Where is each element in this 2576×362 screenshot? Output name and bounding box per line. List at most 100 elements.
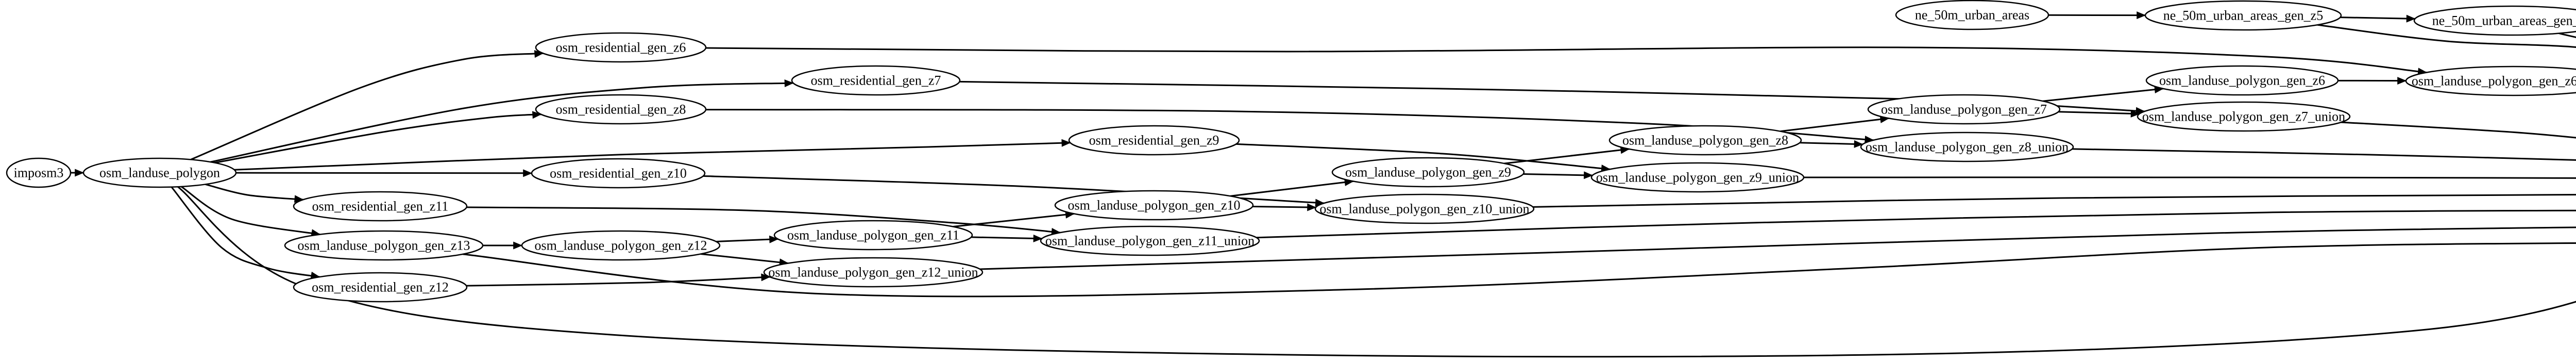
node-label-osm_landuse_polygon_gen_z8_union: osm_landuse_polygon_gen_z8_union <box>1866 140 2069 155</box>
edge-osm_landuse_polygon_gen_z10--osm_landuse_polygon_gen_z10_union <box>1252 203 1317 211</box>
node-ne_50m_urban_areas_gen_z4: ne_50m_urban_areas_gen_z4 <box>2413 5 2576 36</box>
node-osm_residential_gen_z9: osm_residential_gen_z9 <box>1068 125 1240 156</box>
node-ellipse-osm_residential_gen_z11 <box>293 191 468 222</box>
node-osm_landuse_polygon_gen_z6_union: osm_landuse_polygon_gen_z6_union <box>2405 65 2576 96</box>
edge-osm_landuse_polygon_gen_z12_union--layer_landuse-z12 <box>979 226 2576 270</box>
node-label-osm_landuse_polygon_gen_z10_union: osm_landuse_polygon_gen_z10_union <box>1319 202 1529 217</box>
edge-osm_landuse_polygon_gen_z9--osm_landuse_polygon_gen_z8 <box>1504 146 1630 164</box>
node-label-osm_residential_gen_z6: osm_residential_gen_z6 <box>556 40 686 55</box>
edge-osm_landuse_polygon_gen_z10_union--layer_landuse-z10 <box>1533 194 2576 208</box>
edge-osm_landuse_polygon_gen_z12--osm_landuse_polygon_gen_z11 <box>716 235 779 243</box>
edge-osm_landuse_polygon_gen_z12--osm_landuse_polygon_gen_z12_union <box>701 253 789 267</box>
node-ne_50m_urban_areas: ne_50m_urban_areas <box>1895 0 2049 30</box>
node-label-osm_landuse_polygon: osm_landuse_polygon <box>99 166 220 180</box>
node-osm_residential_gen_z11: osm_residential_gen_z11 <box>293 191 468 222</box>
node-ellipse-osm_landuse_polygon_gen_z8_union <box>1860 131 2074 162</box>
node-osm_landuse_polygon_gen_z11_union: osm_landuse_polygon_gen_z11_union <box>1040 225 1260 256</box>
node-osm_landuse_polygon_gen_z10: osm_landuse_polygon_gen_z10 <box>1054 190 1254 221</box>
edge-osm_landuse_polygon_gen_z8_union--layer_landuse-z8 <box>2072 148 2576 161</box>
node-ellipse-osm_landuse_polygon_gen_z10 <box>1054 190 1254 221</box>
edge-osm_landuse_polygon_gen_z7--osm_landuse_polygon_gen_z6 <box>2043 86 2164 102</box>
node-ellipse-osm_landuse_polygon_gen_z8 <box>1608 125 1802 156</box>
node-label-osm_residential_gen_z10: osm_residential_gen_z10 <box>550 166 687 181</box>
node-label-osm_landuse_polygon_gen_z11: osm_landuse_polygon_gen_z11 <box>787 228 959 243</box>
node-label-ne_50m_urban_areas: ne_50m_urban_areas <box>1915 8 2029 23</box>
node-ellipse-osm_residential_gen_z9 <box>1068 125 1240 156</box>
node-ellipse-osm_landuse_polygon_gen_z9 <box>1331 157 1525 188</box>
node-osm_landuse_polygon_gen_z9_union: osm_landuse_polygon_gen_z9_union <box>1590 162 1805 193</box>
node-ellipse-osm_residential_gen_z6 <box>535 32 707 63</box>
node-osm_residential_gen_z7: osm_residential_gen_z7 <box>791 65 961 96</box>
edge-osm_landuse_polygon_gen_z10--osm_landuse_polygon_gen_z9 <box>1230 178 1354 197</box>
node-ellipse-osm_landuse_polygon_gen_z10_union <box>1314 193 1535 224</box>
node-ellipse-osm_landuse_polygon_gen_z12 <box>521 230 721 261</box>
edge-osm_landuse_polygon--osm_residential_gen_z7 <box>210 79 794 163</box>
nodes-layer: imposm3 osm_landuse_polygon osm_residentia… <box>6 0 2576 303</box>
node-ellipse-osm_landuse_polygon_gen_z13 <box>284 230 484 261</box>
node-osm_landuse_polygon_gen_z12: osm_landuse_polygon_gen_z12 <box>521 230 721 261</box>
node-osm_residential_gen_z8: osm_residential_gen_z8 <box>535 94 707 125</box>
edge-osm_landuse_polygon--osm_landuse_polygon_gen_z13 <box>180 186 321 237</box>
node-ellipse-osm_landuse_polygon_gen_z9_union <box>1590 162 1805 193</box>
node-ellipse-osm_landuse_polygon <box>82 157 237 188</box>
node-osm_landuse_polygon_gen_z12_union: osm_landuse_polygon_gen_z12_union <box>763 257 984 288</box>
node-osm_residential_gen_z10: osm_residential_gen_z10 <box>531 158 706 189</box>
edge-osm_landuse_polygon--osm_residential_gen_z6 <box>190 50 544 160</box>
node-label-osm_residential_gen_z7: osm_residential_gen_z7 <box>811 73 941 88</box>
node-ellipse-osm_landuse_polygon_gen_z7 <box>1867 94 2061 125</box>
edge-osm_landuse_polygon_gen_z11--osm_landuse_polygon_gen_z11_union <box>971 234 1043 242</box>
edge-osm_landuse_polygon_gen_z7--osm_landuse_polygon_gen_z7_union <box>2058 109 2140 118</box>
edge-osm_residential_gen_z9--osm_landuse_polygon_gen_z9_union <box>1236 143 1611 173</box>
node-osm_landuse_polygon_gen_z10_union: osm_landuse_polygon_gen_z10_union <box>1314 193 1535 224</box>
node-label-osm_residential_gen_z12: osm_residential_gen_z12 <box>312 280 449 295</box>
node-osm_landuse_polygon_gen_z8_union: osm_landuse_polygon_gen_z8_union <box>1860 131 2074 162</box>
node-label-osm_landuse_polygon_gen_z7_union: osm_landuse_polygon_gen_z7_union <box>2142 109 2345 124</box>
node-ellipse-imposm3 <box>6 157 72 188</box>
edge-osm_landuse_polygon--layer_landuse-z14+ <box>177 186 2576 358</box>
node-osm_landuse_polygon_gen_z11: osm_landuse_polygon_gen_z11 <box>773 220 973 251</box>
node-ne_50m_urban_areas_gen_z5: ne_50m_urban_areas_gen_z5 <box>2144 0 2342 31</box>
edge-osm_landuse_polygon_gen_z13--layer_landuse-z13 <box>463 242 2576 298</box>
node-ellipse-osm_residential_gen_z12 <box>293 272 468 303</box>
node-imposm3: imposm3 <box>6 157 72 188</box>
edge-osm_landuse_polygon--osm_residential_gen_z8 <box>214 111 542 164</box>
edge-ne_50m_urban_areas_gen_z5--layer_landuse-z5 <box>2317 24 2576 48</box>
edge-osm_residential_gen_z11--osm_landuse_polygon_gen_z11_union <box>466 206 1061 236</box>
node-label-osm_landuse_polygon_gen_z10: osm_landuse_polygon_gen_z10 <box>1067 198 1240 213</box>
node-label-osm_residential_gen_z8: osm_residential_gen_z8 <box>556 102 686 117</box>
node-osm_landuse_polygon: osm_landuse_polygon <box>82 157 237 188</box>
node-label-osm_landuse_polygon_gen_z9_union: osm_landuse_polygon_gen_z9_union <box>1596 170 1799 185</box>
node-osm_residential_gen_z12: osm_residential_gen_z12 <box>293 272 468 303</box>
edge-ne_50m_urban_areas_gen_z5--ne_50m_urban_areas_gen_z4 <box>2340 14 2416 23</box>
edge-osm_landuse_polygon_gen_z9_union--layer_landuse-z9 <box>1803 176 2576 179</box>
node-label-osm_landuse_polygon_gen_z7: osm_landuse_polygon_gen_z7 <box>1881 102 2047 117</box>
edge-osm_residential_gen_z12--osm_landuse_polygon_gen_z12_union <box>466 273 771 287</box>
node-label-osm_residential_gen_z11: osm_residential_gen_z11 <box>312 199 449 214</box>
node-osm_landuse_polygon_gen_z7_union: osm_landuse_polygon_gen_z7_union <box>2137 101 2351 132</box>
node-osm_residential_gen_z6: osm_residential_gen_z6 <box>535 32 707 63</box>
node-ellipse-osm_landuse_polygon_gen_z6 <box>2145 65 2339 96</box>
node-osm_landuse_polygon_gen_z6: osm_landuse_polygon_gen_z6 <box>2145 65 2339 96</box>
node-label-osm_landuse_polygon_gen_z13: osm_landuse_polygon_gen_z13 <box>297 238 470 253</box>
node-label-ne_50m_urban_areas_gen_z5: ne_50m_urban_areas_gen_z5 <box>2163 8 2323 23</box>
edge-osm_landuse_polygon--osm_residential_gen_z9 <box>234 139 1071 171</box>
edge-osm_residential_gen_z10--osm_landuse_polygon_gen_z10_union <box>703 175 1325 207</box>
edge-osm_residential_gen_z6--osm_landuse_polygon_gen_z6_union <box>705 46 2428 76</box>
node-label-osm_landuse_polygon_gen_z6: osm_landuse_polygon_gen_z6 <box>2159 73 2325 88</box>
node-ellipse-osm_landuse_polygon_gen_z11_union <box>1040 225 1260 256</box>
node-ellipse-ne_50m_urban_areas_gen_z4 <box>2413 5 2576 36</box>
node-ellipse-osm_landuse_polygon_gen_z7_union <box>2137 101 2351 132</box>
node-ellipse-osm_residential_gen_z7 <box>791 65 961 96</box>
node-ellipse-osm_landuse_polygon_gen_z11 <box>773 220 973 251</box>
node-label-ne_50m_urban_areas_gen_z4: ne_50m_urban_areas_gen_z4 <box>2432 13 2576 28</box>
node-label-osm_landuse_polygon_gen_z8: osm_landuse_polygon_gen_z8 <box>1622 133 1788 148</box>
node-label-imposm3: imposm3 <box>14 166 64 180</box>
node-label-osm_residential_gen_z9: osm_residential_gen_z9 <box>1089 133 1219 148</box>
node-label-osm_landuse_polygon_gen_z12: osm_landuse_polygon_gen_z12 <box>534 238 707 253</box>
node-ellipse-ne_50m_urban_areas <box>1895 0 2049 30</box>
node-ellipse-osm_landuse_polygon_gen_z12_union <box>763 257 984 288</box>
node-label-osm_landuse_polygon_gen_z6_union: osm_landuse_polygon_gen_z6_union <box>2412 74 2576 89</box>
